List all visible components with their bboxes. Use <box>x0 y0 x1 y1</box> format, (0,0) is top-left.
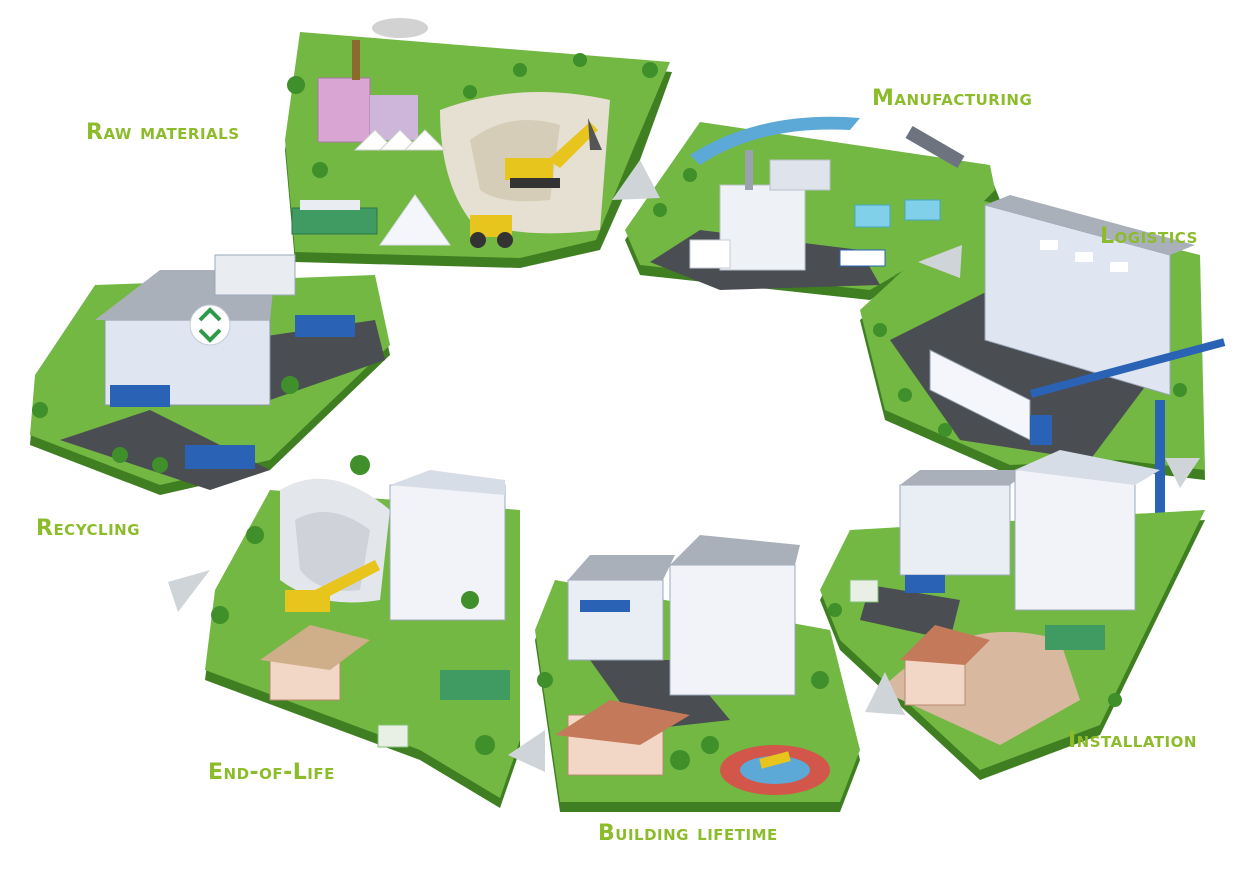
tile-manufacturing <box>625 116 1000 300</box>
stage-label-logistics: Logistics <box>1100 224 1198 249</box>
stage-label-manufacturing: Manufacturing <box>872 86 1033 111</box>
tile-installation <box>820 450 1205 780</box>
flow-arrows <box>168 160 1200 772</box>
arrow-endoflife-to-recycling <box>168 570 210 612</box>
tile-building-lifetime <box>535 535 860 812</box>
arrow-raw-to-manufacturing <box>612 160 660 200</box>
stage-label-recycling: Recycling <box>36 516 141 541</box>
arrow-building-to-endoflife <box>508 730 545 772</box>
tile-end-of-life <box>205 455 520 808</box>
arrow-installation-to-building <box>865 672 905 715</box>
arrow-manufacturing-to-logistics <box>918 245 962 278</box>
tile-raw-materials <box>285 18 672 268</box>
stage-label-installation: Installation <box>1068 728 1197 753</box>
stage-label-building-lifetime: Building lifetime <box>598 821 778 846</box>
arrow-logistics-to-installation <box>1165 458 1200 488</box>
tile-recycling <box>30 254 390 495</box>
stage-label-end-of-life: End-of-Life <box>208 760 335 785</box>
stage-label-raw-materials: Raw materials <box>86 120 240 145</box>
